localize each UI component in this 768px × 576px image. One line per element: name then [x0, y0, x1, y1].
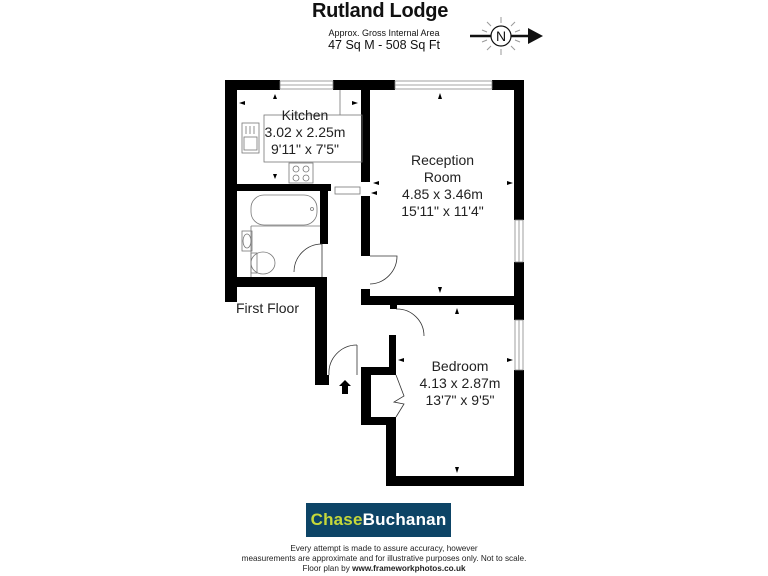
entrance-arrow-icon: [339, 380, 351, 394]
room-reception: Reception Room 4.85 x 3.46m 15'11" x 11'…: [385, 152, 500, 220]
disclaimer: Every attempt is made to assure accuracy…: [0, 544, 768, 574]
room-imperial: 13'7" x 9'5": [425, 392, 495, 408]
area-subtitle: Approx. Gross Internal Area: [328, 28, 440, 38]
room-name: Kitchen: [281, 107, 329, 123]
kitchen-fittings: [241, 90, 363, 195]
property-title: Rutland Lodge: [311, 0, 449, 22]
logo-part-buchanan: Buchanan: [362, 510, 447, 529]
gross-area: 47 Sq M - 508 Sq Ft: [328, 38, 440, 52]
windows: [279, 80, 524, 371]
room-metric: 3.02 x 2.25m: [264, 124, 346, 140]
room-name-line1: Reception: [410, 152, 475, 168]
room-bedroom: Bedroom 4.13 x 2.87m 13'7" x 9'5": [405, 358, 515, 409]
compass-letter: N: [496, 28, 506, 44]
doors: [293, 243, 425, 418]
room-name: Bedroom: [431, 358, 489, 374]
room-metric: 4.13 x 2.87m: [419, 375, 501, 391]
disclaimer-line-1: Every attempt is made to assure accuracy…: [290, 544, 478, 553]
logo-part-chase: Chase: [310, 510, 363, 529]
disclaimer-line-3: Floor plan by www.frameworkphotos.co.uk: [0, 564, 768, 574]
compass-north-arrow-icon: N: [470, 17, 543, 55]
room-imperial: 15'11" x 11'4": [401, 203, 484, 219]
disclaimer-credit: Floor plan by: [302, 564, 353, 573]
floor-label: First Floor: [236, 300, 299, 316]
credit-link[interactable]: www.frameworkphotos.co.uk: [352, 564, 466, 573]
room-imperial: 9'11" x 7'5": [271, 141, 339, 157]
bathroom-fittings: [241, 194, 320, 277]
room-name-line2: Room: [423, 169, 462, 185]
room-metric: 4.85 x 3.46m: [402, 186, 483, 202]
disclaimer-line-2: measurements are approximate and for ill…: [241, 554, 527, 563]
dimension-arrows: [239, 93, 513, 473]
room-kitchen: Kitchen 3.02 x 2.25m 9'11" x 7'5": [255, 107, 355, 158]
walls: [225, 80, 524, 486]
